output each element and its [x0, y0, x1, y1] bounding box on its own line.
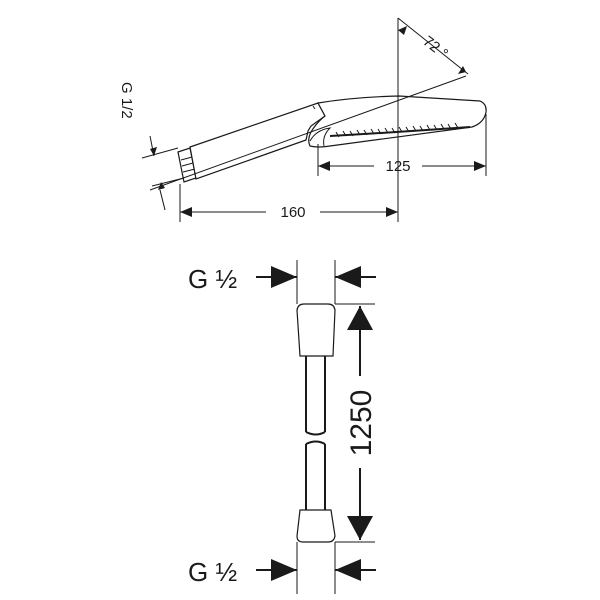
- shower-hose: [296, 303, 336, 543]
- shower-handle: [189, 102, 326, 180]
- total-length-dimension: 160: [179, 184, 398, 222]
- hose-top-thread-label: G ½: [188, 264, 237, 294]
- hose-bottom-thread-dimension: G ½: [188, 557, 376, 587]
- hose-bottom-thread-label: G ½: [188, 557, 237, 587]
- hose-top-thread-dimension: G ½: [188, 264, 376, 294]
- total-length-label: 160: [280, 204, 305, 221]
- head-width-dimension: 125: [317, 114, 487, 176]
- head-width-label: 125: [385, 158, 410, 175]
- hose-extension-lines: [296, 260, 375, 594]
- hand-shower: [177, 95, 487, 183]
- spray-nozzles: [335, 122, 459, 138]
- hose-length-dimension: 1250: [345, 306, 378, 540]
- angle-label: 72 °: [420, 33, 452, 63]
- thread-label: G 1/2: [118, 82, 135, 119]
- hose-top-fitting: [296, 303, 336, 357]
- thread-dimension: G 1/2: [118, 82, 185, 211]
- hose-bottom-fitting: [296, 509, 336, 543]
- hose-length-label: 1250: [345, 390, 378, 457]
- shower-head: [308, 95, 487, 148]
